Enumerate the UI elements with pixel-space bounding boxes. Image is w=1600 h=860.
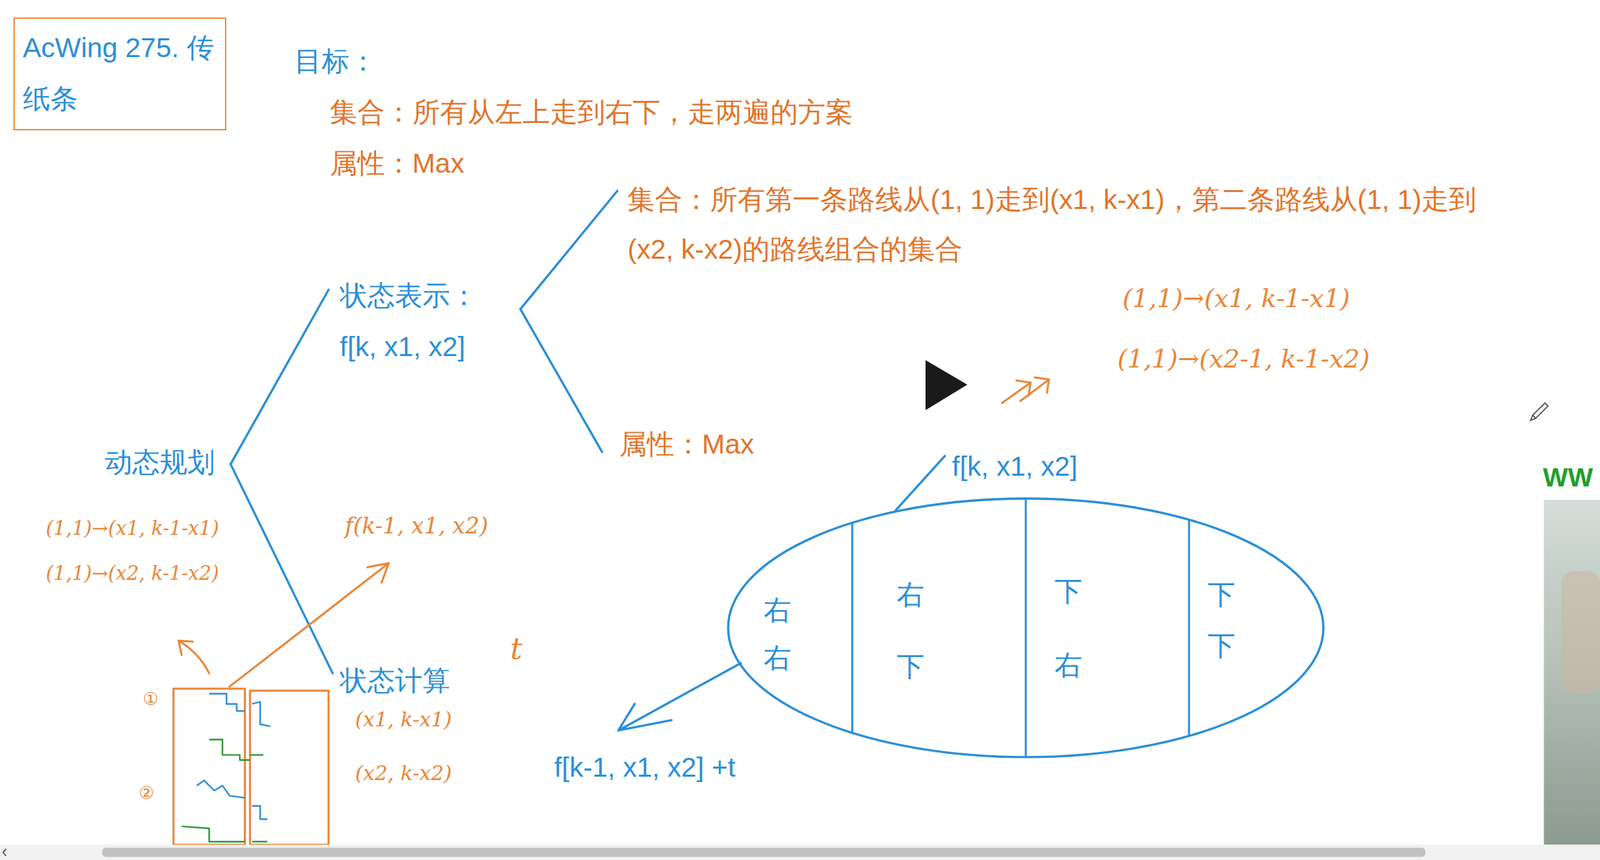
label-slot: 属性：Max bbox=[329, 147, 465, 181]
label-slot: ② bbox=[139, 782, 155, 804]
case-text: 右 下 bbox=[896, 558, 925, 702]
label-slot: (1,1)→(x2, k-1-x2) bbox=[45, 561, 219, 586]
label-slot: (1,1)→(x1, k-1-x1) bbox=[45, 516, 219, 541]
state-heading: 状态表示： bbox=[339, 279, 478, 313]
webcam-panel bbox=[1543, 499, 1600, 845]
webcam-figure bbox=[1561, 570, 1600, 694]
path-squiggle bbox=[208, 693, 245, 712]
label-slot: 集合：所有第一条路线从(1, 1)走到(x1, k-x1)，第二条路线从(1, … bbox=[627, 174, 1480, 275]
path-squiggle bbox=[249, 753, 264, 755]
case-cell: 下 右 bbox=[1054, 554, 1083, 702]
goal-set: 集合：所有从左上走到右下，走两遍的方案 bbox=[329, 96, 854, 129]
tree-branch bbox=[230, 289, 329, 465]
state-property: 属性：Max bbox=[619, 427, 754, 461]
pencil-icon bbox=[1530, 403, 1549, 421]
state-set: 集合：所有第一条路线从(1, 1)走到(x1, k-x1)，第二条路线从(1, … bbox=[627, 174, 1480, 275]
case-divider bbox=[1187, 519, 1190, 736]
case-cell: 右 右 bbox=[763, 586, 792, 683]
text-holder: f[k, x1, x2] bbox=[951, 450, 1078, 483]
hand-arrow bbox=[1002, 377, 1050, 404]
leader-line bbox=[896, 456, 946, 510]
root-heading: 动态规划 bbox=[104, 446, 215, 479]
case-cell: 下 下 bbox=[1207, 569, 1236, 672]
path-squiggle bbox=[251, 701, 271, 727]
tree-branch bbox=[520, 190, 618, 309]
callout-number: ① bbox=[143, 688, 159, 710]
label-slot: 动态规划 bbox=[104, 446, 215, 479]
hand-arrow bbox=[178, 640, 210, 674]
text-holder: 下 下 bbox=[1207, 569, 1236, 672]
case-text: 右 右 bbox=[763, 586, 792, 683]
path-box bbox=[173, 688, 245, 845]
scrollbar-thumb bbox=[102, 847, 1426, 858]
label-slot: ① bbox=[143, 688, 159, 710]
label-slot: 属性：Max bbox=[619, 427, 754, 461]
label-slot: (x2, k-x2) bbox=[355, 761, 453, 786]
label-slot: (1,1)→(x1, k-1-x1) bbox=[1122, 283, 1351, 315]
path-box bbox=[249, 690, 329, 845]
case-divider bbox=[851, 522, 854, 733]
label-slot: f[k, x1, x2] bbox=[339, 330, 466, 364]
path-squiggle bbox=[251, 840, 268, 842]
path-squiggle bbox=[251, 806, 268, 820]
title-box: AcWing 275. 传纸条 bbox=[13, 17, 227, 131]
callout-number: ② bbox=[139, 782, 155, 804]
label-slot: f(k-1, x1, x2) bbox=[344, 512, 488, 540]
scrollbar-track bbox=[0, 844, 1600, 860]
path-squiggle bbox=[196, 780, 245, 798]
label-slot: (1,1)→(x2-1, k-1-x2) bbox=[1117, 343, 1370, 375]
hand-note: (x1, k-x1) bbox=[355, 707, 453, 732]
transition-formula: f[k-1, x1, x2] +t bbox=[554, 750, 736, 784]
hand-note: (1,1)→(x1, k-1-x1) bbox=[45, 516, 219, 541]
compute-heading: 状态计算 bbox=[339, 664, 451, 698]
play-icon bbox=[925, 360, 968, 410]
hand-note: (x2, k-x2) bbox=[355, 761, 453, 786]
case-text: 下 下 bbox=[1207, 569, 1236, 672]
hand-note: (1,1)→(x2-1, k-1-x2) bbox=[1117, 343, 1370, 375]
goal-heading: 目标： bbox=[294, 45, 377, 78]
label-slot: 集合：所有从左上走到右下，走两遍的方案 bbox=[329, 96, 854, 129]
text-holder: 右 右 bbox=[763, 586, 792, 683]
goal-property: 属性：Max bbox=[329, 147, 465, 181]
hand-note: (1,1)→(x1, k-1-x1) bbox=[1122, 283, 1351, 315]
text-holder: 下 右 bbox=[1054, 554, 1083, 702]
label-slot: (x1, k-x1) bbox=[355, 707, 453, 732]
scroll-arrow bbox=[3, 848, 7, 856]
hand-note: t bbox=[510, 630, 523, 668]
label-slot: f[k-1, x1, x2] +t bbox=[554, 750, 736, 784]
hand-note: (1,1)→(x2, k-1-x2) bbox=[45, 561, 219, 586]
case-cell: 右 下 bbox=[896, 558, 925, 702]
watermark: WW bbox=[1542, 461, 1594, 494]
state-formula: f[k, x1, x2] bbox=[339, 330, 466, 364]
ellipse-outline bbox=[726, 497, 1325, 759]
ellipse-heading: f[k, x1, x2] bbox=[951, 450, 1078, 483]
case-divider bbox=[1024, 498, 1027, 758]
case-ellipse: f[k, x1, x2]右 右右 下下 右下 下 bbox=[726, 497, 1325, 759]
label-slot: t bbox=[510, 630, 523, 668]
path-squiggle bbox=[208, 739, 250, 760]
label-slot: WW bbox=[1542, 461, 1594, 494]
hand-note: f(k-1, x1, x2) bbox=[344, 512, 488, 540]
ellipse-border bbox=[728, 498, 1324, 758]
case-arrow bbox=[618, 662, 741, 731]
path-squiggle bbox=[181, 826, 245, 842]
tree-branch bbox=[520, 308, 603, 453]
tree-branch bbox=[230, 464, 333, 674]
label-slot: 目标： bbox=[294, 45, 377, 78]
title-text: AcWing 275. 传纸条 bbox=[22, 22, 217, 125]
text-holder: 右 下 bbox=[896, 558, 925, 702]
label-slot: 状态计算 bbox=[339, 664, 451, 698]
case-text: 下 右 bbox=[1054, 554, 1083, 702]
label-slot: 状态表示： bbox=[339, 279, 478, 313]
text-holder: AcWing 275. 传纸条 bbox=[22, 22, 217, 125]
